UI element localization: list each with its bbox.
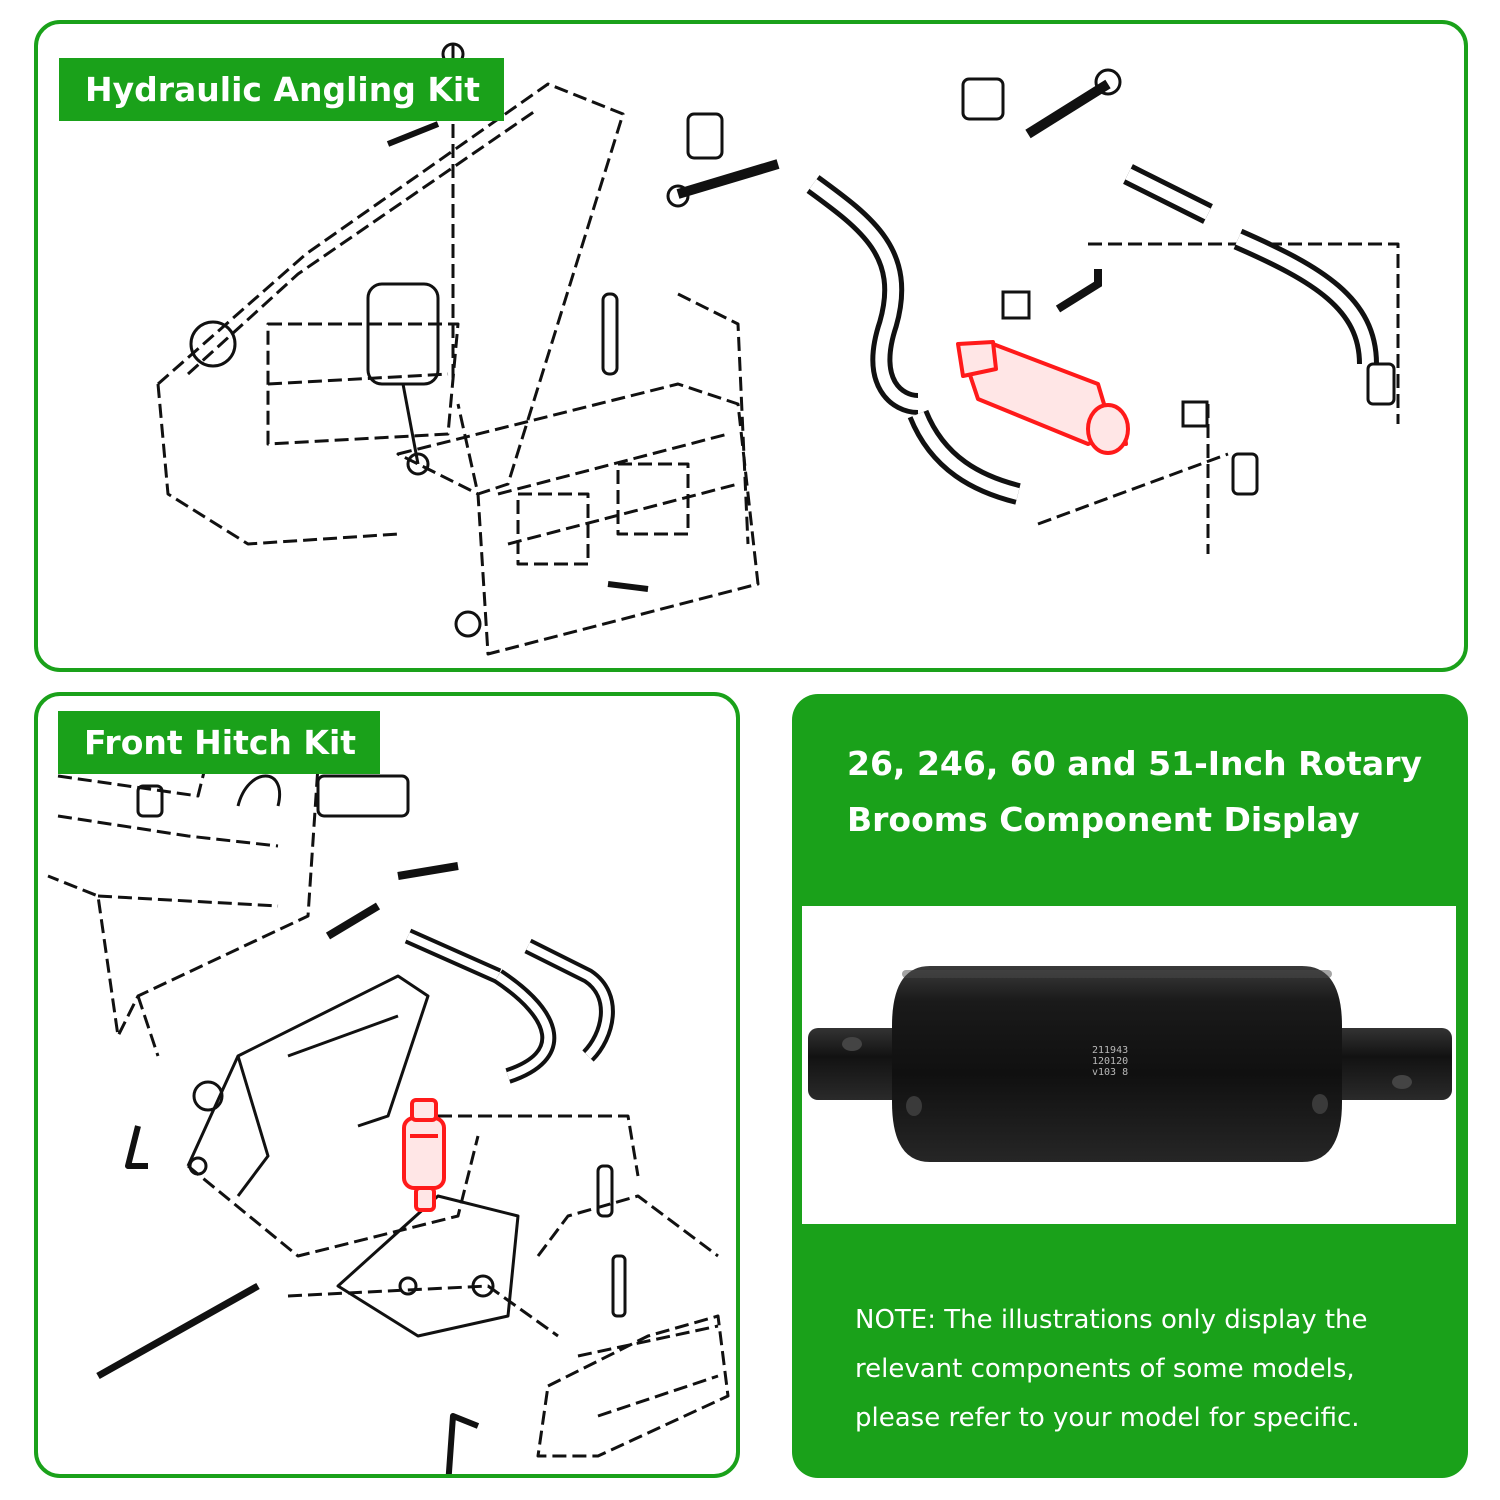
- cylinder-photo: 211943 120120 v103 8: [802, 906, 1456, 1224]
- model-note: NOTE: The illustrations only display the…: [855, 1296, 1368, 1443]
- note-line: please refer to your model for specific.: [855, 1403, 1360, 1433]
- hydraulic-cylinder-illustration: 211943 120120 v103 8: [808, 966, 1452, 1162]
- title-line: Brooms Component Display: [847, 800, 1360, 839]
- component-display-panel: 26, 246, 60 and 51-Inch Rotary Brooms Co…: [792, 694, 1468, 1478]
- front-hitch-exploded-diagram: [47, 754, 730, 1474]
- hydraulic-angling-kit-panel: Hydraulic Angling Kit: [34, 20, 1468, 672]
- component-display-title: 26, 246, 60 and 51-Inch Rotary Brooms Co…: [847, 736, 1422, 848]
- highlighted-cylinder: [402, 1098, 446, 1212]
- front-hitch-kit-panel: Front Hitch Kit: [34, 692, 740, 1478]
- hydraulic-angling-kit-label: Hydraulic Angling Kit: [59, 58, 505, 121]
- note-line: NOTE: The illustrations only display the: [855, 1305, 1368, 1335]
- cylinder-marking: v103 8: [1092, 1067, 1128, 1078]
- title-line: 26, 246, 60 and 51-Inch Rotary: [847, 744, 1422, 783]
- cylinder-marking: 211943: [1092, 1045, 1128, 1056]
- angling-kit-exploded-diagram: [156, 42, 1400, 656]
- note-line: relevant components of some models,: [855, 1354, 1355, 1384]
- front-hitch-kit-label: Front Hitch Kit: [58, 711, 381, 774]
- highlighted-cylinder: [956, 340, 1130, 455]
- cylinder-marking: 120120: [1092, 1056, 1128, 1067]
